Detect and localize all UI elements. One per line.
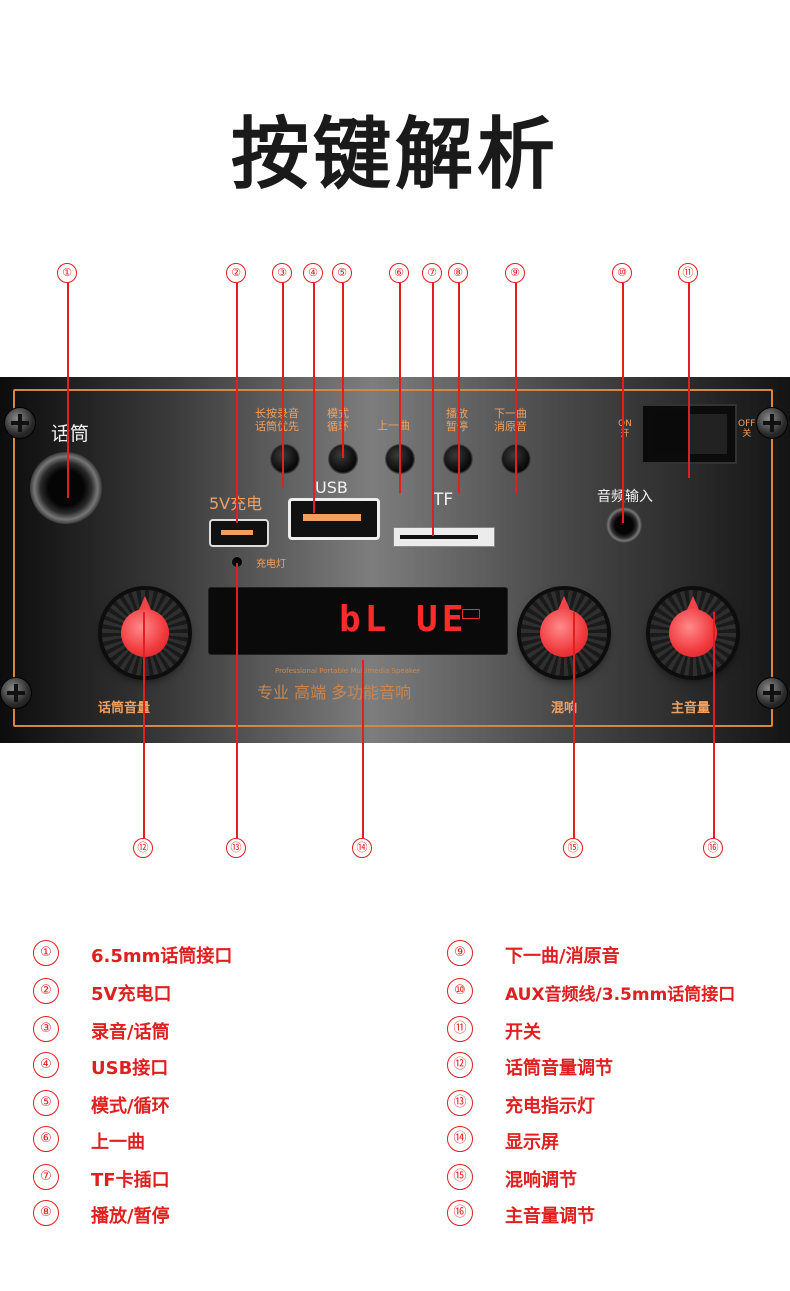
callout-16: ⑯ [703, 838, 723, 858]
screw-icon [0, 677, 32, 709]
leader-5 [342, 283, 344, 458]
callout-12: ⑫ [133, 838, 153, 858]
callout-9: ⑨ [505, 263, 525, 283]
mic-jack[interactable] [30, 452, 102, 524]
button-next-label: 下一曲 消原音 [494, 407, 527, 433]
callout-1: ① [57, 263, 77, 283]
control-panel: 话筒 长按录音 话筒优先 模式 循环 上一曲 播放 暂停 下一曲 消原音 ON … [0, 377, 790, 743]
tf-label: TF [433, 490, 454, 510]
slogan-cn: 专业 高端 多功能音响 [257, 683, 412, 702]
master-volume-label: 主音量 [671, 701, 711, 716]
leader-12 [143, 612, 145, 838]
leader-3b [282, 377, 284, 488]
callout-6: ⑥ [389, 263, 409, 283]
leader-16 [713, 612, 715, 838]
aux-label: 音频输入 [597, 489, 653, 505]
callout-15: ⑮ [563, 838, 583, 858]
leader-13 [236, 563, 238, 838]
panel-frame [13, 389, 773, 727]
leader-8b [458, 377, 460, 493]
callout-4: ④ [303, 263, 323, 283]
echo-knob[interactable] [521, 590, 607, 676]
callout-13: ⑬ [226, 838, 246, 858]
callout-14: ⑭ [352, 838, 372, 858]
charge-port-label: 5V充电 [209, 490, 262, 514]
battery-icon [462, 609, 480, 619]
mic-label: 话筒 [51, 423, 90, 445]
callout-10: ⑩ [612, 263, 632, 283]
leader-9b [515, 377, 517, 493]
aux-jack[interactable] [606, 507, 642, 543]
screw-icon [756, 677, 788, 709]
leader-6b [399, 377, 401, 493]
leader-7b [432, 377, 434, 536]
callout-7: ⑦ [422, 263, 442, 283]
tf-card-slot[interactable] [393, 527, 495, 547]
leader-10b [622, 377, 624, 523]
page-title: 按键解析 [230, 110, 559, 200]
button-mode-label: 模式 循环 [327, 407, 349, 433]
callout-2: ② [226, 263, 246, 283]
switch-on-label: ON 开 [618, 419, 632, 439]
callout-3: ③ [272, 263, 292, 283]
display-text: bL UE [339, 599, 468, 640]
master-volume-knob[interactable] [650, 590, 736, 676]
echo-label: 混响 [551, 701, 578, 716]
screw-icon [4, 407, 36, 439]
leader-1b [67, 377, 69, 498]
slogan-en: Professional Portable Multimedia Speaker [275, 667, 420, 675]
leader-11b [688, 377, 690, 478]
leader-2b [236, 377, 238, 523]
mic-volume-knob[interactable] [102, 590, 188, 676]
screw-icon [756, 407, 788, 439]
callout-8: ⑧ [448, 263, 468, 283]
switch-off-label: OFF 关 [738, 419, 756, 439]
usb-label: USB [315, 478, 348, 497]
record-button[interactable] [271, 445, 299, 473]
usb-port[interactable] [288, 498, 380, 540]
button-record-label: 长按录音 话筒优先 [255, 407, 299, 433]
leader-15 [573, 612, 575, 838]
micro-usb-port[interactable] [209, 519, 269, 547]
button-prev-label: 上一曲 [377, 419, 410, 432]
callout-5: ⑤ [332, 263, 352, 283]
led-display: bL UE [208, 587, 508, 655]
callout-11: ⑪ [678, 263, 698, 283]
charge-light-label: 充电灯 [256, 559, 286, 570]
leader-14 [362, 660, 364, 838]
leader-4b [313, 377, 315, 513]
mic-volume-label: 话筒音量 [98, 701, 151, 716]
button-play-label: 播放 暂停 [446, 407, 468, 433]
leader-5b [342, 377, 344, 458]
